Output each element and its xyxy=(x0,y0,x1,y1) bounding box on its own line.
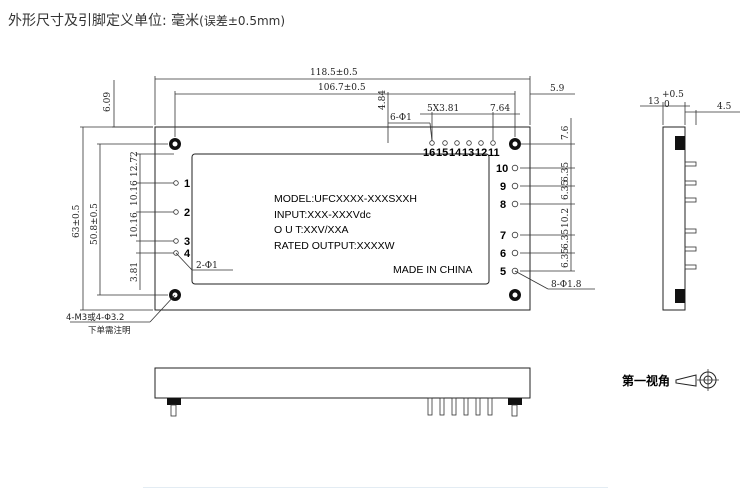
mount-hole-tr xyxy=(509,138,521,150)
right-pin-7: 7 xyxy=(500,230,506,242)
side-view: 13 +0.5 0 4.5 xyxy=(640,90,740,311)
right-pin-10: 10 xyxy=(496,163,508,175)
right-pin-5: 5 xyxy=(500,266,506,278)
divider xyxy=(143,487,608,488)
bottom-outline xyxy=(154,367,531,399)
dim-top-pin-hole: 6-Φ1 xyxy=(390,113,412,123)
dim-right-b: 6.35 xyxy=(561,180,571,200)
left-pin-3: 3 xyxy=(184,236,190,248)
dim-side-right: 5.9 xyxy=(550,84,565,94)
dim-side-tol: +0.5 xyxy=(662,90,684,100)
top-pin-11: 11 xyxy=(488,147,500,159)
dim-left-12: 12.72 xyxy=(130,151,140,177)
left-pin-2: 2 xyxy=(184,207,190,219)
dim-right-c: 10.2 xyxy=(561,208,571,228)
label-model: MODEL:UFCXXXX-XXXSXXH xyxy=(274,193,417,205)
dim-left-3: 3.81 xyxy=(130,262,140,282)
top-pin-row: 16 15 14 13 12 11 xyxy=(423,140,500,159)
dim-right-top: 7.6 xyxy=(561,125,571,140)
mount-hole-br xyxy=(509,289,521,301)
unit-text: 毫米 xyxy=(171,13,200,29)
dim-mount-holes: 4-M3或4-Φ3.2 xyxy=(66,312,124,323)
projection-label: 第一视角 xyxy=(622,373,670,388)
page-title: 外形尺寸及引脚定义单位: 毫米(误差±0.5mm) xyxy=(8,10,285,30)
label-output: O U T:XXV/XXA xyxy=(274,224,349,236)
module-outline xyxy=(154,126,531,311)
dim-top-pin-offset: 4.84 xyxy=(378,90,388,110)
dim-top-offset: 6.09 xyxy=(103,92,113,112)
dim-right-e: 6.35 xyxy=(561,248,571,268)
dim-left-10a: 10.16 xyxy=(130,180,140,206)
dim-left-pin-hole: 2-Φ1 xyxy=(196,261,218,271)
right-pin-9: 9 xyxy=(500,181,506,193)
right-pin-6: 6 xyxy=(500,248,506,260)
dim-pin-spacing-top: 5X3.81 xyxy=(427,104,459,114)
mount-hole-tl xyxy=(169,138,181,150)
dim-width: 63±0.5 xyxy=(72,204,82,238)
projection-symbol: 第一视角 xyxy=(622,369,719,391)
top-pin-16: 16 xyxy=(423,147,435,159)
left-pin-1: 1 xyxy=(184,178,190,190)
dim-top-pin-margin: 7.64 xyxy=(490,104,510,114)
label-made-in: MADE IN CHINA xyxy=(393,264,472,276)
right-pin-8: 8 xyxy=(500,199,506,211)
top-pin-12: 12 xyxy=(475,147,487,159)
dim-left-10b: 10.16 xyxy=(130,212,140,238)
right-pin-column: 10 9 8 7 6 5 xyxy=(496,163,519,278)
dim-length: 118.5±0.5 xyxy=(310,68,358,78)
top-pin-15: 15 xyxy=(436,147,448,159)
dim-right-d: 6.35 xyxy=(561,229,571,249)
left-pin-column: 1 2 3 4 xyxy=(173,178,191,260)
label-area xyxy=(191,153,490,285)
dim-side-pin: 4.5 xyxy=(717,102,732,112)
label-rated: RATED OUTPUT:XXXXW xyxy=(274,240,395,252)
dim-pitch-h: 106.7±0.5 xyxy=(318,83,366,93)
dim-right-pin-hole: 8-Φ1.8 xyxy=(551,280,582,290)
dim-mount-note: 下单需注明 xyxy=(88,325,131,336)
dim-pitch-v: 50.8±0.5 xyxy=(90,203,100,245)
projection-circle-icon xyxy=(697,369,719,391)
dim-side-height: 13 xyxy=(648,97,660,107)
side-outline xyxy=(662,126,686,311)
title-text: 外形尺寸及引脚定义单位: xyxy=(8,13,167,29)
top-pin-14: 14 xyxy=(449,147,462,159)
bottom-view xyxy=(154,367,531,417)
label-input: INPUT:XXX-XXXVdc xyxy=(274,209,371,221)
top-pin-13: 13 xyxy=(462,147,474,159)
left-pin-4: 4 xyxy=(184,248,191,260)
projection-cone-icon xyxy=(675,374,697,387)
dim-right-a: 6.35 xyxy=(561,162,571,182)
dim-side-tol2: 0 xyxy=(664,100,670,110)
front-view: MODEL:UFCXXXX-XXXSXXH INPUT:XXX-XXXVdc O… xyxy=(66,68,595,336)
tolerance-text: (误差±0.5mm) xyxy=(199,14,286,28)
